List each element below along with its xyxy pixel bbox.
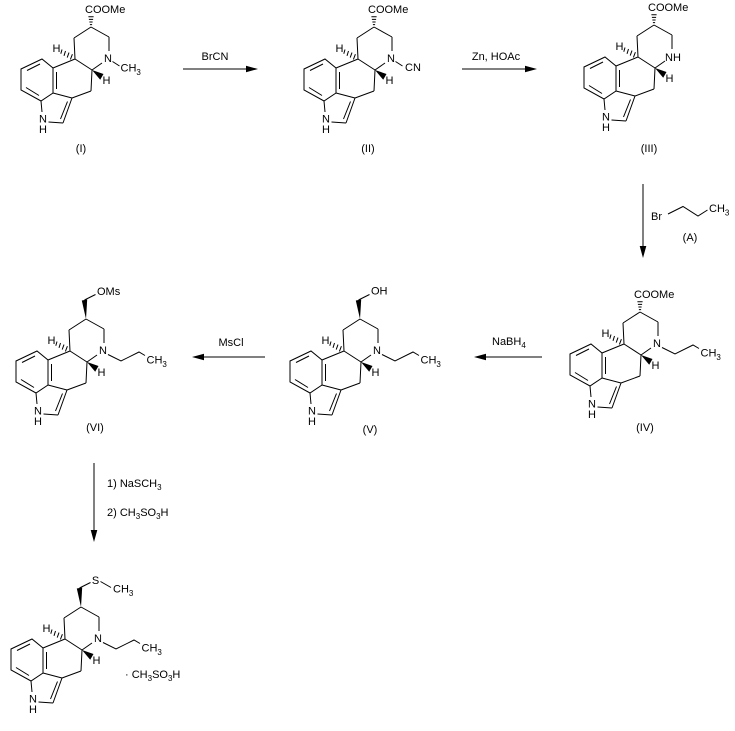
indole-n-label: N bbox=[308, 406, 316, 418]
n-methyl-label: CH3 bbox=[121, 63, 142, 78]
h-stereo-c5: H bbox=[93, 655, 101, 667]
indole-h-label: H bbox=[39, 124, 47, 136]
structure-tag: (I) bbox=[76, 143, 86, 155]
structure-III: COOMe NH H H N H (III) bbox=[583, 2, 688, 155]
coome-label: COOMe bbox=[368, 4, 408, 16]
reagent-label-nabh4: NaBH4 bbox=[492, 336, 526, 350]
indole-h-label: H bbox=[322, 124, 330, 136]
s-label: S bbox=[92, 575, 99, 587]
indole-h-label: H bbox=[34, 416, 42, 428]
indole-n-label: N bbox=[39, 114, 47, 126]
sme-ch3-label: CH3 bbox=[113, 584, 134, 599]
indole-n-label: N bbox=[602, 112, 610, 124]
h-stereo-c5: H bbox=[98, 367, 106, 379]
arrow-bromopropane: Br CH3 (A) bbox=[639, 184, 730, 258]
reagent-a-tag: (A) bbox=[683, 232, 698, 244]
arrow-zn-hoac: Zn, HOAc bbox=[462, 51, 537, 73]
indole-n-label: N bbox=[588, 399, 596, 411]
arrow-nabh4: NaBH4 bbox=[474, 336, 542, 361]
h-stereo-c10: H bbox=[336, 43, 344, 55]
structure-V: OH N CH3 H H N H (V) bbox=[289, 286, 442, 436]
indole-h-label: H bbox=[588, 409, 596, 421]
structure-product: S CH3 N CH3 H H N H · CH3SO3H bbox=[10, 575, 180, 716]
propyl-ch3-label: CH3 bbox=[142, 643, 163, 658]
step1-label: 1) NaSCH3 bbox=[107, 478, 162, 492]
structure-IV: COOMe N CH3 H H N H (IV) bbox=[569, 289, 722, 434]
h-stereo-c10: H bbox=[616, 41, 624, 53]
indole-n-label: N bbox=[29, 694, 37, 706]
mesylate-salt-label: · CH3SO3H bbox=[125, 669, 180, 683]
ring-n-label: N bbox=[99, 345, 107, 357]
propyl-ch3-label: CH3 bbox=[421, 355, 442, 370]
indole-h-label: H bbox=[29, 704, 37, 716]
ring-n-label: N bbox=[94, 633, 102, 645]
arrow-brcn: BrCN bbox=[183, 51, 258, 73]
n-cn-label: CN bbox=[405, 62, 421, 74]
reagent-label-zn-hoac: Zn, HOAc bbox=[472, 51, 521, 63]
coome-label: COOMe bbox=[85, 4, 125, 16]
structure-tag: (VI) bbox=[86, 422, 104, 434]
arrow-nasch3-ch3so3h: 1) NaSCH3 2) CH3SO3H bbox=[90, 463, 169, 542]
ring-n-label: N bbox=[387, 53, 395, 65]
structure-tag: (V) bbox=[363, 424, 378, 436]
ring-nh-label: NH bbox=[665, 52, 681, 64]
br-label: Br bbox=[651, 211, 662, 223]
reagent-a-structure: Br CH3 (A) bbox=[651, 203, 730, 244]
h-stereo-c10: H bbox=[53, 43, 61, 55]
h-stereo-c10: H bbox=[43, 623, 51, 635]
indole-h-label: H bbox=[308, 416, 316, 428]
structure-tag: (II) bbox=[361, 143, 374, 155]
structure-tag: (IV) bbox=[636, 422, 654, 434]
coome-label: COOMe bbox=[634, 289, 674, 301]
arrow-mscl: MsCl bbox=[192, 337, 265, 361]
reagent-label-mscl: MsCl bbox=[218, 337, 243, 349]
ring-n-label: N bbox=[104, 53, 112, 65]
propyl-ch3-label: CH3 bbox=[147, 355, 168, 370]
oh-label: OH bbox=[371, 286, 388, 298]
h-stereo-c5: H bbox=[103, 75, 111, 87]
indole-h-label: H bbox=[602, 122, 610, 134]
h-stereo-c5: H bbox=[666, 73, 674, 85]
h-stereo-c10: H bbox=[322, 335, 330, 347]
step2-label: 2) CH3SO3H bbox=[107, 507, 169, 521]
h-stereo-c5: H bbox=[386, 75, 394, 87]
reagent-label-brcn: BrCN bbox=[202, 51, 229, 63]
coome-label: COOMe bbox=[648, 2, 688, 14]
propyl-ch3-label: CH3 bbox=[701, 348, 722, 363]
h-stereo-c10: H bbox=[602, 328, 610, 340]
ring-n-label: N bbox=[373, 345, 381, 357]
indole-n-label: N bbox=[322, 114, 330, 126]
structure-tag: (III) bbox=[641, 143, 658, 155]
ch3-label: CH3 bbox=[709, 203, 730, 218]
oms-label: OMs bbox=[97, 286, 121, 298]
h-stereo-c5: H bbox=[372, 367, 380, 379]
indole-n-label: N bbox=[34, 406, 42, 418]
structure-II: COOMe N CN H H N H (II) bbox=[303, 4, 421, 155]
h-stereo-c10: H bbox=[48, 335, 56, 347]
ring-n-label: N bbox=[653, 338, 661, 350]
structure-VI: OMs N CH3 H H N H (VI) bbox=[15, 286, 168, 434]
structure-I: COOMe N CH3 H H N H (I) bbox=[20, 4, 142, 155]
h-stereo-c5: H bbox=[652, 360, 660, 372]
